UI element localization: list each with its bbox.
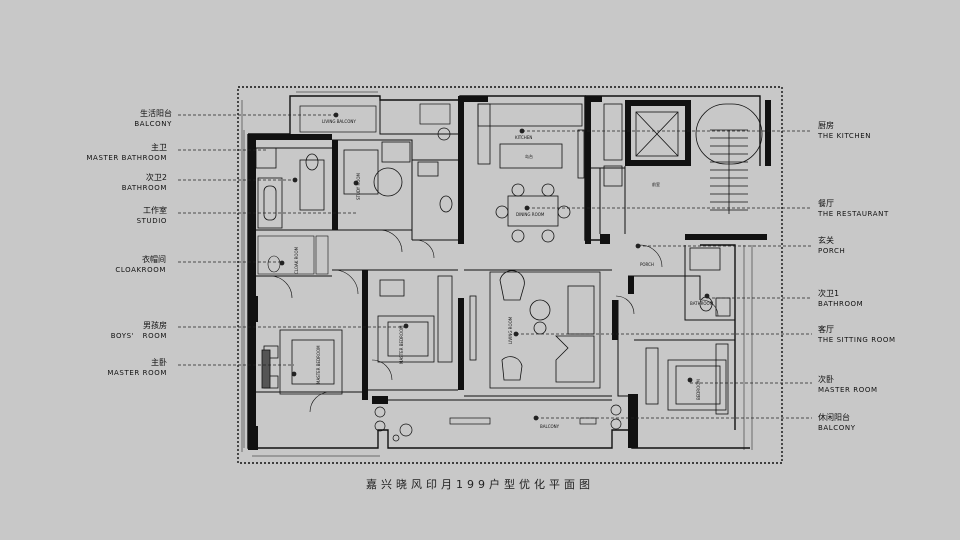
kitchen-fixtures [477,103,585,179]
dining-table [495,183,571,243]
plan-border [237,86,783,464]
bath-fixtures [255,147,731,317]
plan-study-room: STUDY ROOM [356,172,361,200]
plan-living-room: LIVING ROOM [508,316,513,344]
interior-walls [256,96,735,401]
plan-living-balcony: LIVING BALCONY [322,119,356,124]
master-bed [261,329,343,395]
second-bed [645,343,729,415]
study-furniture [343,141,411,197]
plan-bathroom: BATHROOM [690,301,714,306]
cloak-fixtures [257,235,329,275]
balcony-fixtures [299,103,622,442]
plan-boys-bedroom: MASTER BEDROOM [399,325,404,364]
plan-second-bedroom: BEDROOM [696,379,701,400]
plan-title: 嘉兴晓风印月199户型优化平面图 [366,478,594,491]
elevator-stair [603,103,763,214]
right-leaders [516,130,812,419]
living-furniture [469,270,601,389]
plan-island: 岛台 [525,153,533,159]
in-plan-labels: LIVING BALCONY KITCHEN 岛台 DINING ROOM LI… [294,119,714,429]
door-swings [269,229,719,413]
plan-porch: PORCH [640,262,654,267]
left-leaders [178,114,406,366]
thick-walls [248,96,771,450]
plan-dining-room: DINING ROOM [516,212,545,217]
plan-master-bedroom: MASTER BEDROOM [316,345,321,384]
plan-balcony: BALCONY [540,424,560,429]
window-lines [241,91,753,457]
plan-cloak-room: CLOAK ROOM [294,246,299,274]
plan-kitchen: KITCHEN [515,135,532,140]
boys-bed [377,275,453,363]
plan-elevator-hall: 前室 [652,181,660,187]
